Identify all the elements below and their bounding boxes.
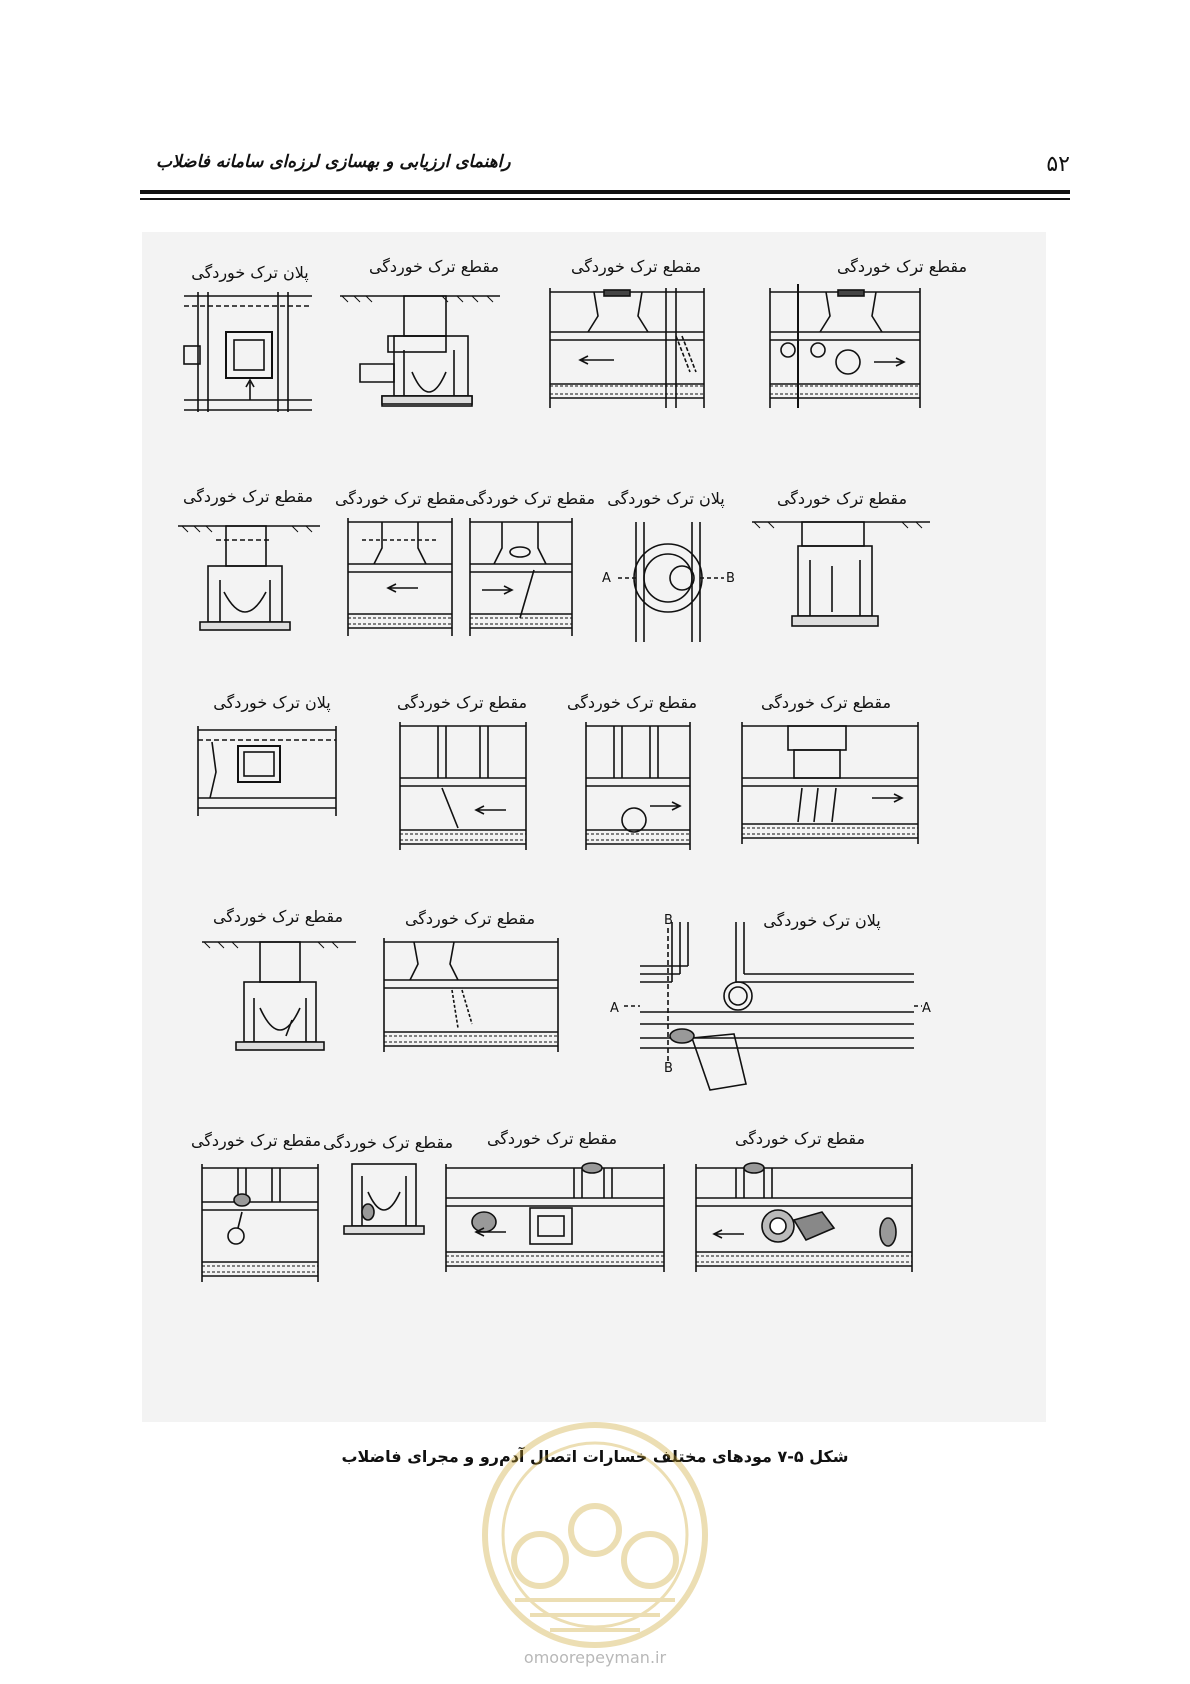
label-r2c5: مقطع ترک خوردگی bbox=[183, 487, 313, 507]
label-r3c4: پلان ترک خوردگی bbox=[213, 693, 330, 713]
page-number: ۵۲ bbox=[1046, 152, 1070, 177]
label-r2c4: مقطع ترک خوردگی bbox=[335, 489, 465, 509]
section-mark-b-bottom: B bbox=[664, 1061, 673, 1076]
diagram-r1-plan bbox=[183, 292, 312, 412]
diagram-r4-plan bbox=[624, 922, 922, 1091]
header-rule-thick bbox=[140, 190, 1070, 194]
page-header: راهنمای ارزیابی و بهسازی لرزه‌ای سامانه … bbox=[140, 140, 1070, 204]
section-mark-a-right: A bbox=[922, 1001, 931, 1016]
label-r1c1: مقطع ترک خوردگی bbox=[837, 257, 967, 277]
label-r5c1: مقطع ترک خوردگی bbox=[735, 1129, 865, 1149]
watermark-logo bbox=[482, 1422, 708, 1648]
diagram-r1-section-3 bbox=[769, 284, 921, 408]
label-r1c2: مقطع ترک خوردگی bbox=[571, 257, 701, 277]
section-mark-a-left: A bbox=[610, 1001, 619, 1016]
diagram-r4-section-2 bbox=[383, 938, 559, 1052]
diagram-r2-section-1 bbox=[178, 525, 320, 631]
diagram-r5-section-3 bbox=[445, 1162, 665, 1272]
diagram-r2-section-3 bbox=[469, 518, 573, 636]
label-r3c2: مقطع ترک خوردگی bbox=[567, 693, 697, 713]
diagram-r3-plan bbox=[197, 726, 337, 816]
label-r3c1: مقطع ترک خوردگی bbox=[761, 693, 891, 713]
label-r4c2: مقطع ترک خوردگی bbox=[405, 909, 535, 929]
label-r5c3: مقطع ترک خوردگی bbox=[323, 1133, 453, 1153]
book-title: راهنمای ارزیابی و بهسازی لرزه‌ای سامانه … bbox=[156, 152, 511, 172]
section-mark-b: B bbox=[726, 571, 735, 586]
figure-caption: شکل ۵-۷ مودهای مختلف خسارات اتصال آدم‌رو… bbox=[341, 1447, 849, 1466]
figure-drawing: A B bbox=[178, 257, 967, 1282]
diagram-r4-section-1 bbox=[202, 941, 356, 1051]
label-r2c1: مقطع ترک خوردگی bbox=[777, 489, 907, 509]
diagram-r3-section-2 bbox=[585, 722, 691, 850]
section-mark-a: A bbox=[602, 571, 611, 586]
diagram-r2-section-2 bbox=[347, 518, 453, 636]
label-r4c3: مقطع ترک خوردگی bbox=[213, 907, 343, 927]
diagram-r5-section-4 bbox=[695, 1162, 913, 1272]
figure-panel: A B bbox=[142, 232, 1046, 1422]
header-rule-thin bbox=[140, 198, 1070, 200]
diagram-r3-section-1 bbox=[399, 722, 527, 850]
label-r1c3: مقطع ترک خوردگی bbox=[369, 257, 499, 277]
label-r5c2: مقطع ترک خوردگی bbox=[487, 1129, 617, 1149]
label-r2c2: پلان ترک خوردگی bbox=[607, 489, 724, 509]
section-mark-b-top: B bbox=[664, 913, 673, 928]
label-r4c1: پلان ترک خوردگی bbox=[763, 911, 880, 931]
site-url: omoorepeyman.ir bbox=[523, 1648, 667, 1667]
diagram-r5-section-2 bbox=[343, 1163, 425, 1235]
label-r5c4: مقطع ترک خوردگی bbox=[191, 1131, 321, 1151]
diagram-r2-plan bbox=[618, 522, 724, 642]
diagram-r3-section-3 bbox=[741, 722, 919, 844]
label-r1c4: پلان ترک خوردگی bbox=[191, 263, 308, 283]
diagram-r5-section-1 bbox=[201, 1164, 319, 1282]
label-r2c3: مقطع ترک خوردگی bbox=[465, 489, 595, 509]
diagram-r2-section-4 bbox=[752, 521, 930, 627]
diagram-r1-section-2 bbox=[549, 288, 705, 408]
diagram-r1-section-1 bbox=[340, 295, 500, 407]
label-r3c3: مقطع ترک خوردگی bbox=[397, 693, 527, 713]
